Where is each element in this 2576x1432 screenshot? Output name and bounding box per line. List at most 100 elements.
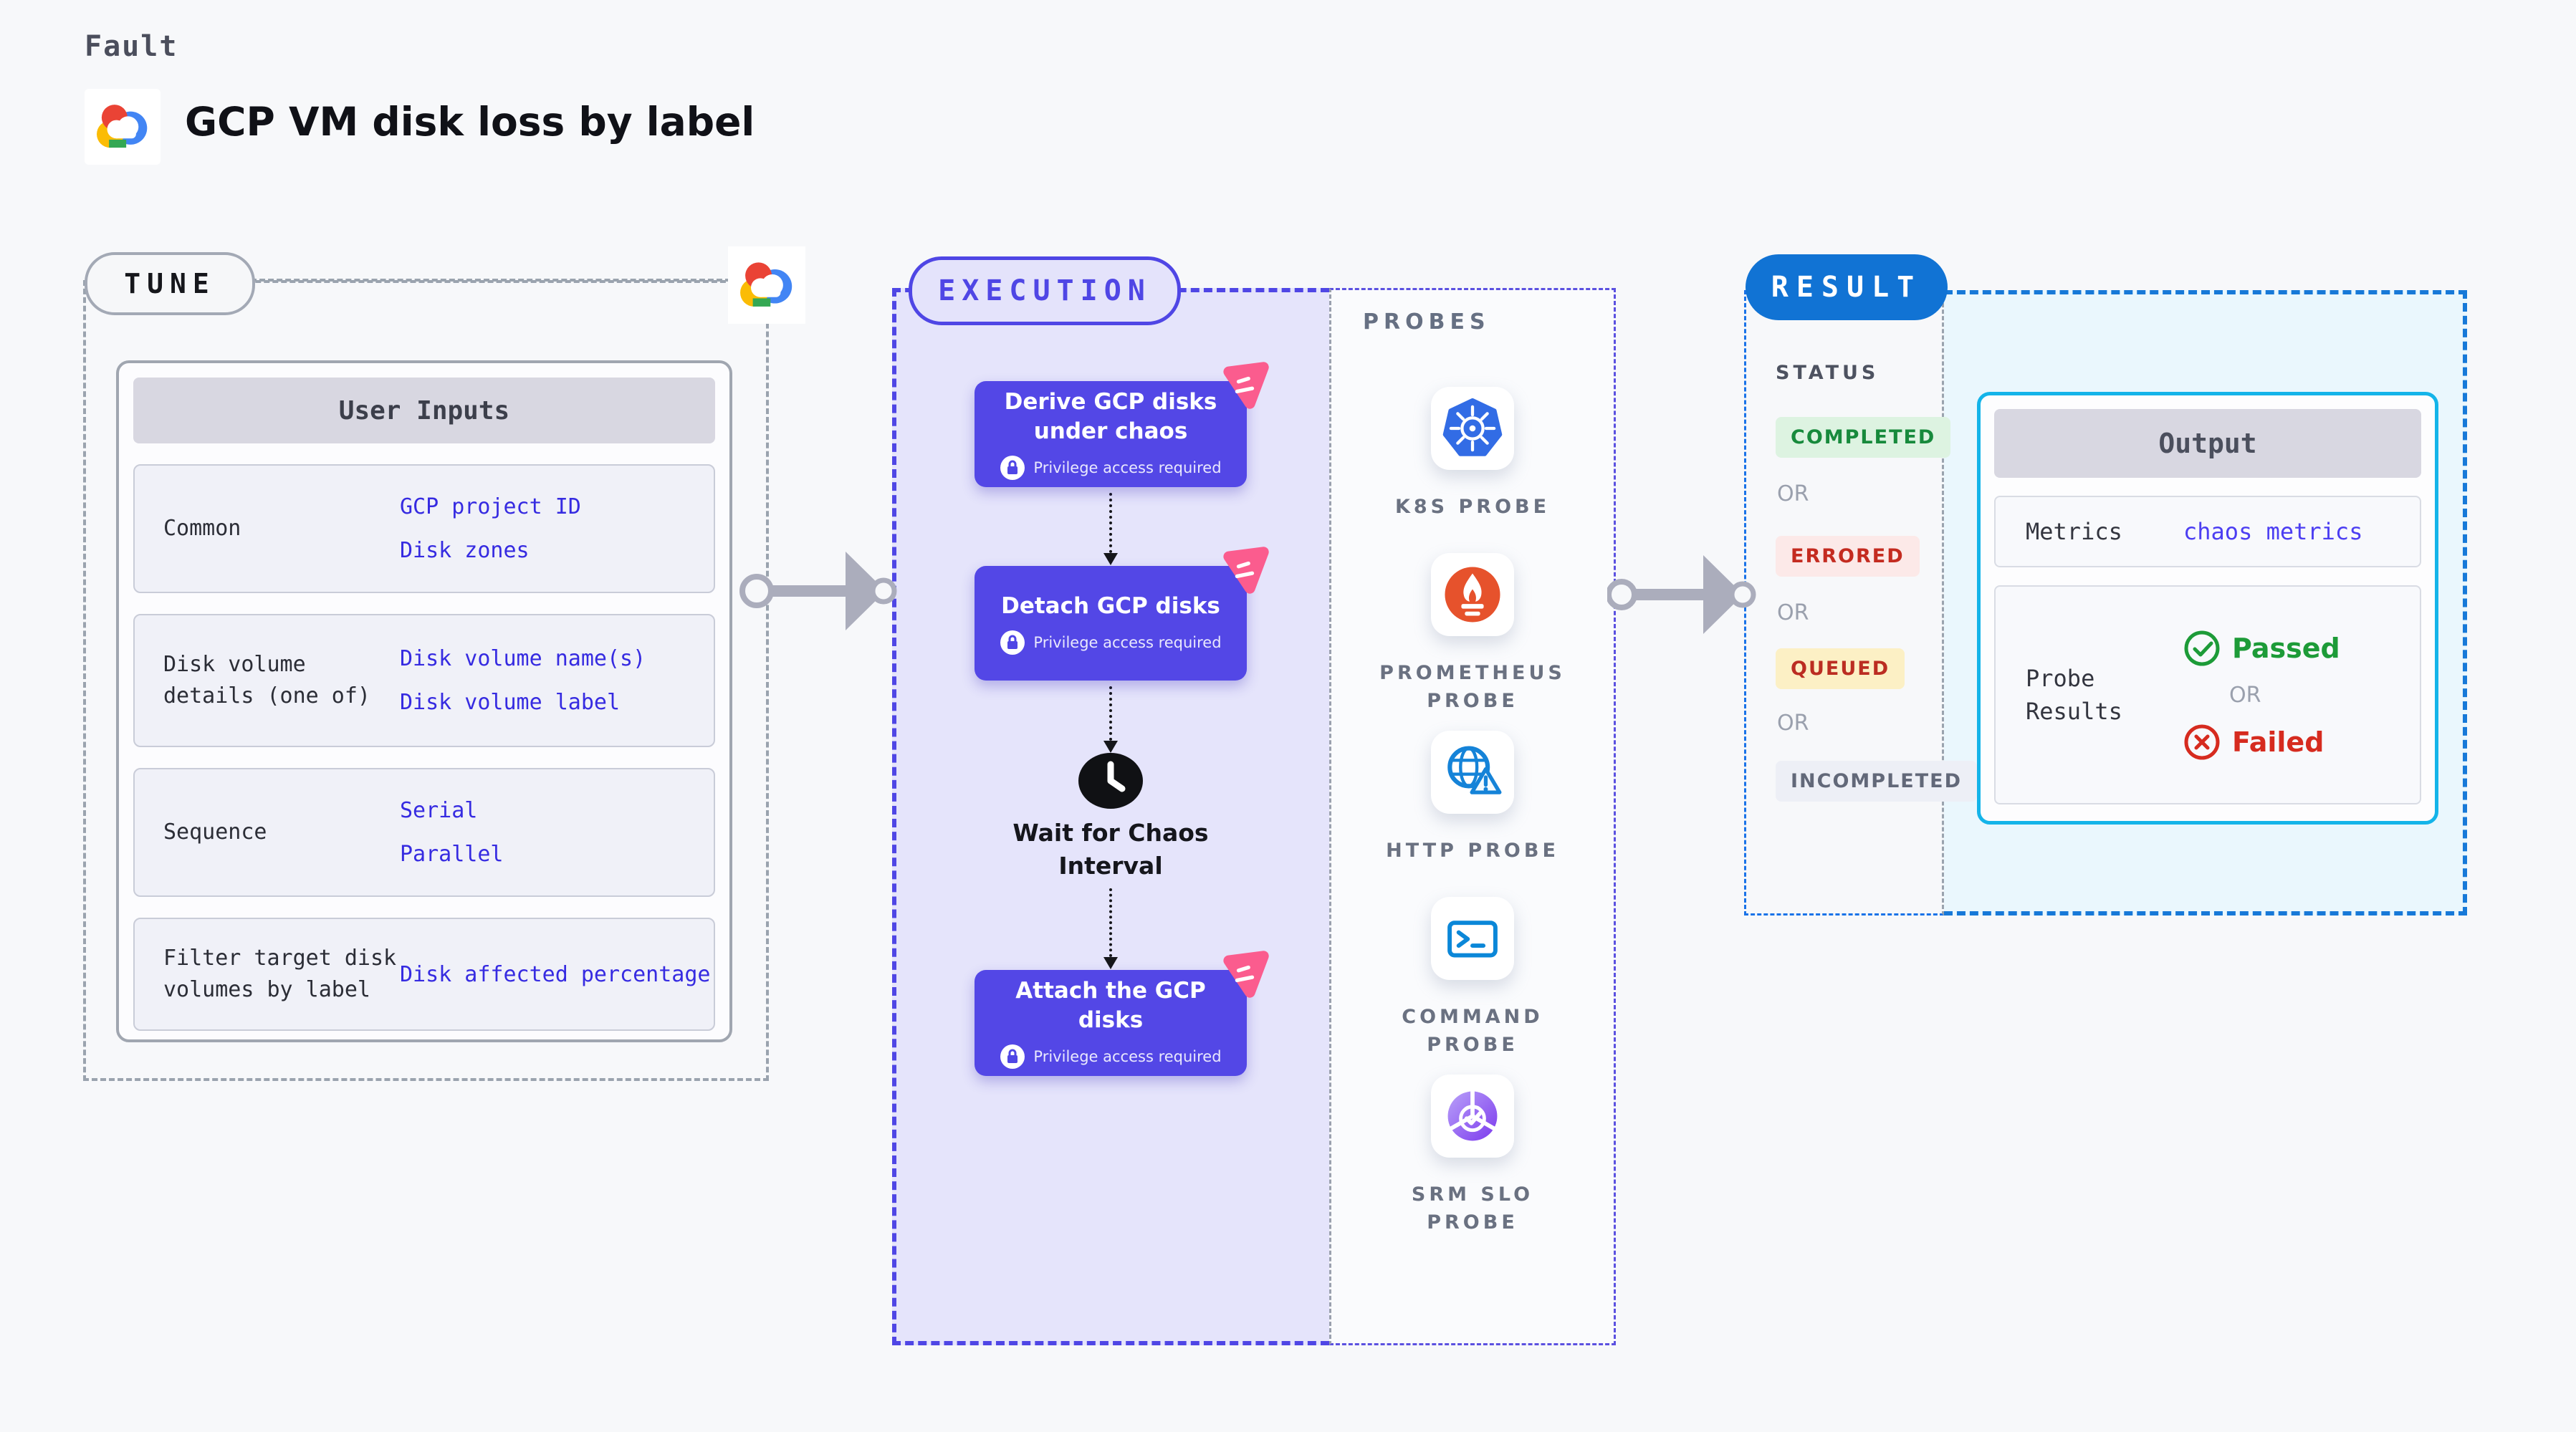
flow-arrowhead	[1103, 741, 1118, 753]
probe-tile-command	[1431, 897, 1514, 980]
execution-badge: EXECUTION	[909, 256, 1181, 325]
input-value: Disk volume label	[400, 690, 621, 715]
page-kicker: Fault	[85, 30, 178, 63]
failed-line: Failed	[2183, 724, 2340, 761]
input-row-common: Common GCP project ID Disk zones	[133, 464, 715, 593]
input-value: Disk volume name(s)	[400, 646, 646, 671]
execution-to-result-arrow	[1607, 555, 1756, 634]
litmus-chaos-icon	[1223, 362, 1269, 409]
input-value: Serial	[400, 798, 478, 823]
passed-label: Passed	[2232, 632, 2340, 664]
probe-label: K8S PROBE	[1394, 496, 1551, 518]
lock-icon	[1000, 630, 1025, 655]
input-value: Disk affected percentage	[400, 961, 711, 987]
step-title: Derive GCP disks under chaos	[1004, 389, 1217, 444]
input-row-values: Disk volume name(s) Disk volume label	[400, 646, 646, 715]
probe-tile-k8s	[1431, 387, 1514, 470]
gcp-cloud-icon	[740, 262, 793, 307]
prometheus-icon	[1445, 567, 1500, 623]
page-title: GCP VM disk loss by label	[185, 99, 755, 145]
input-row-filter-target: Filter target disk volumes by label Disk…	[133, 918, 715, 1031]
step-title: Detach GCP disks	[1001, 592, 1220, 619]
flow-connector	[1109, 493, 1112, 553]
status-heading: STATUS	[1776, 362, 1880, 384]
tune-to-execution-arrow	[739, 552, 897, 630]
output-header: Output	[1994, 409, 2421, 478]
passed-line: Passed	[2183, 630, 2340, 667]
input-row-values: Disk affected percentage	[400, 962, 710, 987]
srm-slo-icon	[1447, 1090, 1498, 1141]
probe-results-row: Probe Results Passed OR Faile	[1994, 585, 2421, 804]
clock-icon	[1078, 753, 1143, 809]
user-inputs-card: User Inputs Common GCP project ID Disk z…	[116, 360, 732, 1042]
input-row-label: Common	[163, 516, 241, 541]
kubernetes-icon	[1442, 398, 1503, 456]
litmus-chaos-icon	[1223, 547, 1269, 594]
privilege-label: Privilege access required	[1033, 633, 1222, 651]
or-separator: OR	[2229, 682, 2261, 708]
privilege-label: Privilege access required	[1033, 459, 1222, 476]
user-inputs-header: User Inputs	[133, 378, 715, 443]
or-separator: OR	[1777, 600, 1809, 625]
privilege-row: Privilege access required	[1000, 1044, 1222, 1070]
input-value: Disk zones	[400, 538, 530, 563]
result-badge: RESULT	[1746, 254, 1948, 320]
probe-tile-http	[1431, 731, 1514, 814]
metrics-row: Metrics chaos metrics	[1994, 496, 2421, 567]
status-badge-completed: COMPLETED	[1776, 417, 1951, 458]
failed-label: Failed	[2232, 726, 2324, 758]
status-badge-incompleted: INCOMPLETED	[1776, 761, 1977, 802]
input-row-label: Sequence	[163, 820, 267, 845]
input-row-sequence: Sequence Serial Parallel	[133, 768, 715, 897]
step-title: Attach the GCP disks	[1015, 978, 1206, 1033]
gcp-corner-tile	[728, 246, 805, 324]
http-globe-icon	[1447, 746, 1502, 794]
tune-badge: TUNE	[85, 252, 255, 315]
privilege-row: Privilege access required	[1000, 455, 1222, 481]
flow-arrowhead	[1103, 957, 1118, 969]
lock-icon	[1000, 456, 1025, 480]
metrics-value: chaos metrics	[2183, 518, 2363, 545]
input-row-values: Serial Parallel	[400, 798, 504, 867]
check-circle-icon	[2184, 630, 2220, 665]
tune-top-dashed-line	[251, 279, 731, 282]
input-value: GCP project ID	[400, 494, 581, 519]
wait-label: Wait for Chaos Interval	[1012, 819, 1209, 880]
probe-label: SRM SLO PROBE	[1411, 1183, 1534, 1234]
input-value: Parallel	[400, 842, 504, 867]
status-badge-errored: ERRORED	[1776, 536, 1920, 577]
step-derive-gcp-disks: Derive GCP disks under chaos Privilege a…	[975, 381, 1247, 487]
lock-icon	[1000, 1044, 1025, 1069]
gcp-cloud-icon	[97, 105, 148, 148]
status-badge-queued: QUEUED	[1776, 648, 1905, 689]
flow-connector	[1109, 888, 1112, 957]
tune-section-box	[83, 280, 769, 1081]
wait-step	[1076, 751, 1145, 814]
input-row-label: Filter target disk volumes by label	[163, 946, 397, 1002]
privilege-row: Privilege access required	[1000, 630, 1222, 655]
litmus-chaos-icon	[1223, 951, 1269, 998]
flow-connector	[1109, 686, 1112, 741]
input-row-disk-volume-details: Disk volume details (one of) Disk volume…	[133, 614, 715, 747]
step-detach-gcp-disks: Detach GCP disks Privilege access requir…	[975, 566, 1247, 681]
or-separator: OR	[1777, 481, 1809, 506]
input-row-label: Disk volume details (one of)	[163, 652, 370, 708]
probe-label: PROMETHEUS PROBE	[1379, 662, 1566, 712]
or-separator: OR	[1777, 711, 1809, 736]
gcp-logo-tile	[85, 89, 161, 165]
probe-tile-srm-slo	[1431, 1075, 1514, 1158]
input-row-values: GCP project ID Disk zones	[400, 494, 581, 563]
probe-label: HTTP PROBE	[1386, 840, 1559, 862]
metrics-label: Metrics	[2026, 518, 2122, 545]
probe-results-label: Probe Results	[2026, 665, 2122, 725]
flow-arrowhead	[1103, 553, 1118, 565]
probe-tile-prometheus	[1431, 553, 1514, 636]
output-card: Output Metrics chaos metrics Probe Resul…	[1977, 392, 2438, 825]
probe-results-values: Passed OR Failed	[2183, 630, 2340, 761]
x-circle-icon	[2184, 724, 2220, 759]
step-attach-gcp-disks: Attach the GCP disks Privilege access re…	[975, 970, 1247, 1076]
probes-heading: PROBES	[1363, 309, 1490, 335]
probe-label: COMMAND PROBE	[1402, 1006, 1543, 1056]
command-terminal-icon	[1447, 921, 1498, 958]
